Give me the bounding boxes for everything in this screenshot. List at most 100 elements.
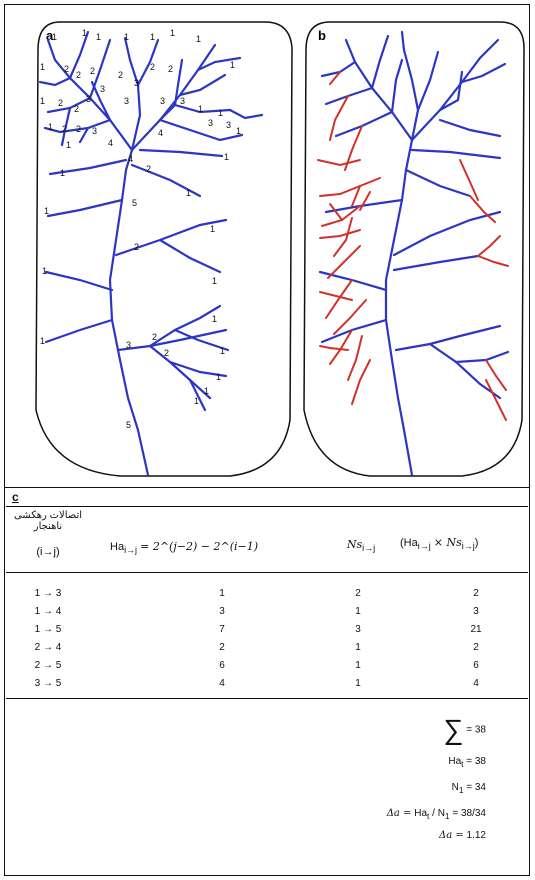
cell-ha: 6 (219, 660, 225, 671)
summary-delta-a-result: Δa = 1.12 (346, 830, 486, 841)
cell-product: 2 (473, 642, 479, 653)
delta-a-ha-sub: t (427, 811, 430, 821)
table-top-rule (6, 506, 528, 507)
order-label: 3 (180, 96, 185, 106)
sum-value: = 38 (466, 724, 486, 736)
delta-a-label: Δa = (386, 808, 412, 819)
drainage-tree-b (317, 30, 510, 477)
order-label: 3 (208, 118, 213, 128)
order-label: 3 (100, 84, 105, 94)
order-label: 1 (196, 34, 201, 44)
summary-sum: ∑ = 38 (366, 714, 487, 745)
cell-ns: 1 (355, 660, 361, 671)
order-label: 2 (62, 124, 67, 134)
cell-ha: 3 (219, 606, 225, 617)
order-label: 2 (74, 104, 79, 114)
table-rows-rule (6, 698, 528, 699)
header-product: (Hai→j × Nsi→j) (400, 536, 479, 552)
order-label: 3 (124, 96, 129, 106)
cell-product: 21 (470, 624, 482, 635)
delta-a-final-label: Δa = (439, 830, 464, 841)
cell-connection: 1 → 5 (34, 624, 62, 635)
order-label: 1 (212, 276, 217, 286)
order-label: 2 (152, 332, 157, 342)
order-label: 2 (134, 242, 139, 252)
order-label: 2 (146, 164, 151, 174)
cell-connection: 2 → 4 (34, 642, 62, 653)
cell-ns: 3 (355, 624, 361, 635)
order-label: 1 (170, 28, 175, 38)
order-label: 5 (126, 420, 131, 430)
order-label: 2 (90, 66, 95, 76)
basin-outline-a (35, 21, 293, 477)
summary-n-t: N1 = 34 (366, 782, 486, 795)
header-ha: Hai→j = 2^(j−2) − 2^(i−1) (110, 540, 270, 555)
cell-product: 6 (473, 660, 479, 671)
order-label: 4 (128, 154, 133, 164)
header-ha-sub: i→j (124, 545, 138, 556)
cell-product: 4 (473, 678, 479, 689)
header-ns-label: Ns (346, 538, 363, 551)
order-label: 1 (60, 168, 65, 178)
header-connection-ij: (i→j) (36, 546, 60, 558)
cell-product: 2 (473, 588, 479, 599)
order-label: 1 (224, 152, 229, 162)
connections-table-panel: c اتصالات رهکشی ناهنجار (i→j) Hai→j = 2^… (6, 490, 528, 874)
order-label: 1 (124, 32, 129, 42)
order-label: 1 (66, 140, 71, 150)
order-label: 2 (64, 64, 69, 74)
cell-ns: 1 (355, 642, 361, 653)
panel-divider (4, 487, 530, 488)
delta-a-n-sub: 1 (444, 811, 450, 821)
cell-ha: 2 (219, 642, 225, 653)
header-product-mid: × Ns (433, 536, 462, 549)
header-ns-sub: i→j (362, 543, 376, 554)
header-ha-formula: = 2^(j−2) − 2^(i−1) (140, 540, 259, 553)
order-label: 1 (218, 108, 223, 118)
ha-t-value: = 38 (466, 756, 486, 767)
header-product-sub-1: i→j (417, 541, 431, 552)
figure-frame (4, 4, 530, 876)
order-label: 3 (160, 96, 165, 106)
order-label: 2 (164, 348, 169, 358)
header-ns: Nsi→j (326, 538, 396, 553)
order-label: 2 (150, 62, 155, 72)
order-label: 1 (186, 188, 191, 198)
delta-a-ratio: = 38/34 (452, 808, 486, 819)
order-label: 1 (48, 122, 53, 132)
cell-ha: 7 (219, 624, 225, 635)
order-label: 1 (212, 314, 217, 324)
order-label: 2 (58, 98, 63, 108)
n-t-sub: 1 (458, 785, 464, 795)
order-label: 1 (220, 346, 225, 356)
cell-connection: 1 → 4 (34, 606, 62, 617)
n-t-value: = 34 (466, 782, 486, 793)
order-label: 5 (132, 198, 137, 208)
order-label: 1 (236, 126, 241, 136)
order-label: 1 (230, 60, 235, 70)
order-label: 2 (118, 70, 123, 80)
header-connection: اتصالات رهکشی ناهنجار (13, 510, 83, 532)
cell-ns: 2 (355, 588, 361, 599)
order-label: 1 (198, 104, 203, 114)
cell-ha: 1 (219, 588, 225, 599)
header-product-open: (Ha (400, 537, 418, 549)
cell-connection: 3 → 5 (34, 678, 62, 689)
drainage-tree-a (38, 30, 264, 477)
tree-panels: a b (35, 21, 525, 477)
order-label: 2 (168, 64, 173, 74)
ha-t-label: Ha (448, 756, 462, 767)
n-t-label: N (451, 782, 459, 793)
table-header-rule (6, 572, 528, 573)
order-label: 1 (52, 32, 57, 42)
order-label: 3 (226, 120, 231, 130)
cell-product: 3 (473, 606, 479, 617)
cell-connection: 1 → 3 (34, 588, 62, 599)
order-label: 4 (158, 128, 163, 138)
order-label: 1 (150, 32, 155, 42)
delta-a-ha: Ha (414, 808, 428, 819)
sum-symbol: ∑ (443, 714, 464, 745)
order-label: 1 (40, 62, 45, 72)
order-label: 1 (82, 28, 87, 38)
summary-ha-t: Hat = 38 (366, 756, 486, 769)
